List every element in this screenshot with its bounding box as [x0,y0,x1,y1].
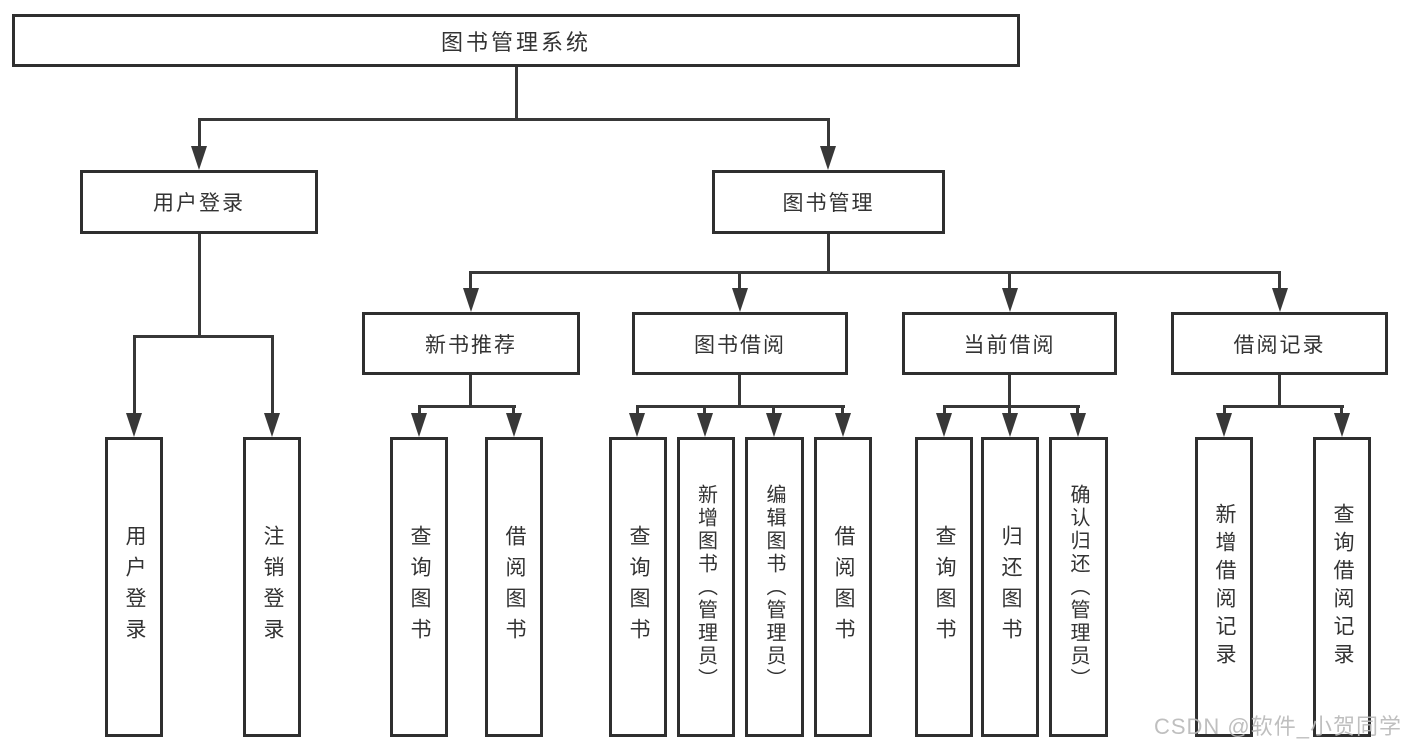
connector-stem [271,335,274,420]
node-user-login-group-label: 用户登录 [153,192,245,215]
node-library-system-label: 图书管理系统 [440,29,591,55]
connector-stem [198,118,201,150]
connector-splitter [636,405,845,408]
arrowhead-down-icon [191,146,207,170]
connector-splitter [418,405,516,408]
node-user-login: 用户登录 [105,437,163,737]
csdn-watermark: CSDN @软件_小贺同学 [1153,714,1402,739]
node-logout: 注销登录 [243,437,301,737]
connector-stem [1278,271,1281,296]
node-borrowing-records: 借阅记录 [1171,312,1388,375]
connector-root-splitter [198,118,830,121]
node-query-books-recommend: 查询图书 [390,437,448,737]
node-query-books-recommend-label: 查询图书 [408,525,431,649]
arrowhead-down-icon [506,413,522,437]
arrowhead-down-icon [1216,413,1232,437]
arrowhead-down-icon [936,413,952,437]
connector-stem [469,271,472,296]
node-confirm-return-admin: 确认归还（管理员） [1049,437,1108,737]
arrowhead-down-icon [835,413,851,437]
node-library-system: 图书管理系统 [12,14,1020,67]
node-book-management-label: 图书管理 [782,192,875,215]
connector-stem [827,118,830,150]
connector-mgmt-drop [827,234,830,273]
node-edit-book-admin: 编辑图书（管理员） [745,437,804,737]
node-add-book-admin-label: 新增图书（管理员） [694,483,717,691]
connector-drop [1008,375,1011,407]
node-query-books-borrowing-label: 查询图书 [627,525,650,649]
connector-root-drop [515,67,518,120]
node-book-borrowing: 图书借阅 [632,312,848,375]
connector-user-splitter [133,335,274,338]
arrowhead-down-icon [411,413,427,437]
arrowhead-down-icon [697,413,713,437]
connector-stem [738,271,741,296]
arrowhead-down-icon [629,413,645,437]
node-query-borrow-record: 查询借阅记录 [1313,437,1371,737]
arrowhead-down-icon [1002,413,1018,437]
node-new-book-recommend-label: 新书推荐 [425,333,517,357]
node-book-management: 图书管理 [712,170,945,234]
node-add-book-admin: 新增图书（管理员） [677,437,735,737]
node-borrow-books-recommend: 借阅图书 [485,437,543,737]
arrowhead-down-icon [1002,288,1018,312]
arrowhead-down-icon [732,288,748,312]
arrowhead-down-icon [264,413,280,437]
node-borrow-books-recommend-label: 借阅图书 [503,525,526,649]
node-query-borrow-record-label: 查询借阅记录 [1331,503,1354,671]
node-return-books-label: 归还图书 [999,525,1022,649]
node-borrow-books-label: 借阅图书 [832,525,855,649]
arrowhead-down-icon [1334,413,1350,437]
node-return-books: 归还图书 [981,437,1039,737]
node-new-book-recommend: 新书推荐 [362,312,580,375]
node-current-borrowing: 当前借阅 [902,312,1117,375]
node-edit-book-admin-label: 编辑图书（管理员） [763,483,785,691]
node-book-borrowing-label: 图书借阅 [694,333,786,357]
arrowhead-down-icon [766,413,782,437]
connector-stem [1008,271,1011,296]
node-user-login-group: 用户登录 [80,170,318,234]
arrowhead-down-icon [1070,413,1086,437]
node-add-borrow-record: 新增借阅记录 [1195,437,1253,737]
connector-drop [1278,375,1281,407]
arrowhead-down-icon [463,288,479,312]
node-query-books-current-label: 查询图书 [933,525,956,649]
connector-splitter [943,405,1080,408]
connector-splitter [1223,405,1344,408]
node-current-borrowing-label: 当前借阅 [963,333,1056,357]
node-add-borrow-record-label: 新增借阅记录 [1213,503,1236,671]
node-borrow-books: 借阅图书 [814,437,872,737]
connector-drop [469,375,472,407]
arrowhead-down-icon [126,413,142,437]
connector-user-drop [198,234,201,337]
node-query-books-current: 查询图书 [915,437,973,737]
node-confirm-return-admin-label: 确认归还（管理员） [1067,483,1089,691]
node-query-books-borrowing: 查询图书 [609,437,667,737]
connector-stem [133,335,136,420]
connector-mgmt-splitter [470,271,1281,274]
arrowhead-down-icon [1272,288,1288,312]
node-user-login-label: 用户登录 [123,525,146,649]
connector-drop [738,375,741,407]
node-borrowing-records-label: 借阅记录 [1233,333,1326,357]
arrowhead-down-icon [820,146,836,170]
node-logout-label: 注销登录 [261,525,284,649]
